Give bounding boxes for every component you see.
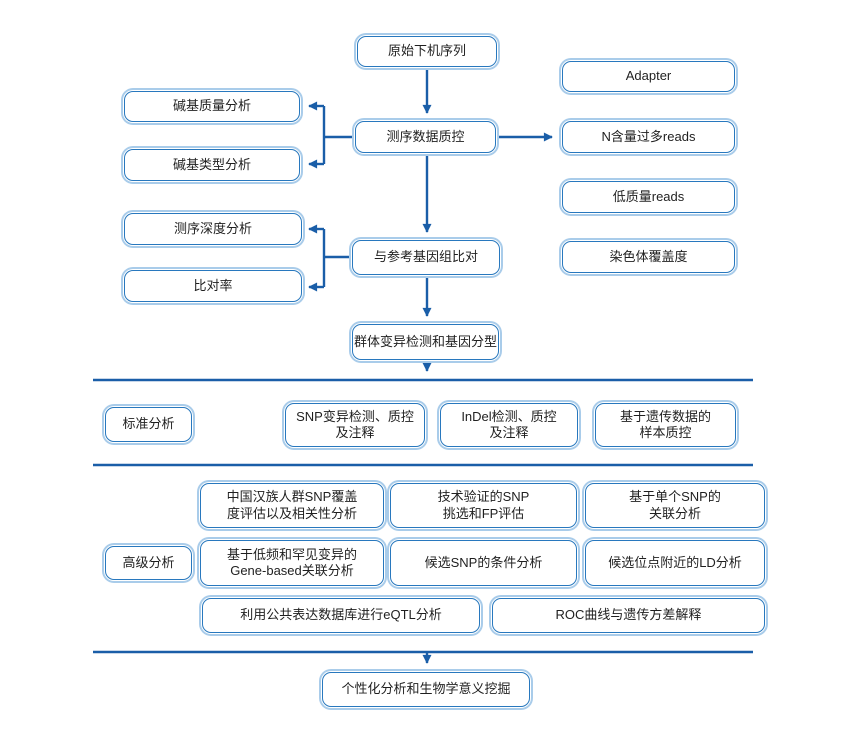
node-han-snp-coverage-correlation: 中国汉族人群SNP覆盖 度评估以及相关性分析	[200, 483, 384, 528]
label-advanced-analysis: 高级分析	[105, 546, 192, 580]
node-sequencing-data-qc: 测序数据质控	[355, 121, 496, 153]
label-standard-analysis: 标准分析	[105, 407, 192, 442]
node-indel-detection-qc-annotation: InDel检测、质控 及注释	[440, 403, 578, 447]
node-base-type-analysis: 碱基类型分析	[124, 149, 300, 181]
node-chromosome-coverage: 染色体覆盖度	[562, 241, 735, 273]
node-single-snp-association: 基于单个SNP的 关联分析	[585, 483, 765, 528]
node-raw-sequence: 原始下机序列	[357, 36, 497, 67]
node-high-n-reads: N含量过多reads	[562, 121, 735, 153]
node-gene-based-association: 基于低频和罕见变异的 Gene-based关联分析	[200, 540, 384, 586]
node-sequencing-depth-analysis: 测序深度分析	[124, 213, 302, 245]
node-roc-genetic-variance: ROC曲线与遗传方差解释	[492, 598, 765, 633]
node-ld-analysis-near-candidates: 候选位点附近的LD分析	[585, 540, 765, 586]
node-tech-validated-snp-fp: 技术验证的SNP 挑选和FP评估	[390, 483, 577, 528]
node-low-quality-reads: 低质量reads	[562, 181, 735, 213]
node-variant-detection-genotyping: 群体变异检测和基因分型	[352, 324, 499, 360]
node-base-quality-analysis: 碱基质量分析	[124, 91, 300, 122]
node-eqtl-public-expression-db: 利用公共表达数据库进行eQTL分析	[202, 598, 480, 633]
node-adapter: Adapter	[562, 61, 735, 92]
node-genetic-data-sample-qc: 基于遗传数据的 样本质控	[595, 403, 736, 447]
node-personalized-analysis-mining: 个性化分析和生物学意义挖掘	[322, 672, 530, 707]
node-mapping-rate: 比对率	[124, 270, 302, 302]
node-snp-detection-qc-annotation: SNP变异检测、质控 及注释	[285, 403, 425, 447]
node-candidate-snp-conditional: 候选SNP的条件分析	[390, 540, 577, 586]
node-align-reference-genome: 与参考基因组比对	[352, 240, 500, 275]
